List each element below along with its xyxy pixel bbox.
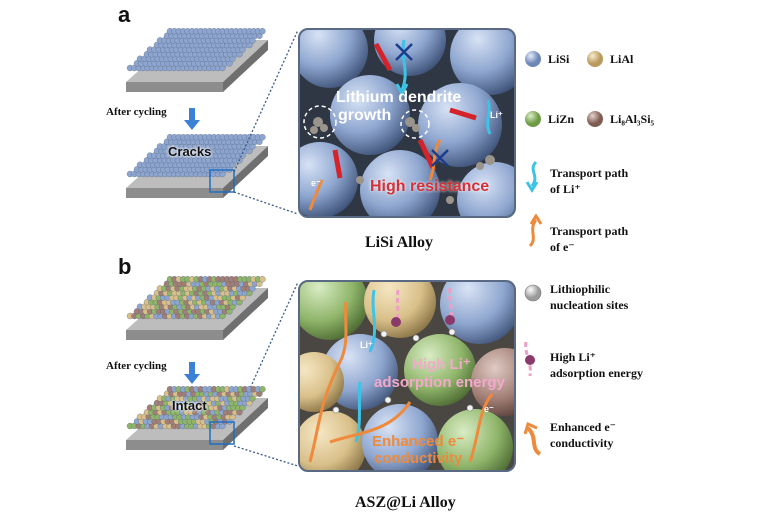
high-resistance-label: High resistance [370, 178, 490, 195]
caption-lisi-alloy: LiSi Alloy [365, 234, 434, 251]
adsorption-label-line2: adsorption energy [374, 374, 505, 391]
inset-b-li-label: Li⁺ [360, 340, 373, 350]
nucleation-site-icon [524, 284, 542, 307]
asz-slab-intact [118, 374, 278, 464]
dendrite-label-line1: Lithium dendrite [336, 89, 462, 106]
legend-nucleation-line1: Lithiophilic [550, 282, 611, 296]
legend-lial-label: LiAl [610, 52, 634, 66]
panel-b-letter: b [118, 254, 132, 279]
dendrite-label-line2: growth [338, 107, 392, 124]
conductivity-label-line1: Enhanced e⁻ [372, 433, 465, 450]
after-cycling-label-b: After cycling [106, 360, 167, 372]
legend-lisi-label: LiSi [548, 52, 570, 66]
legend-li-path-line1: Transport path [550, 166, 629, 180]
legend-adsorption-line1: High Li⁺ [550, 350, 597, 364]
legend-conductivity-line1: Enhanced e⁻ [550, 420, 617, 434]
adsorption-label-line1: High Li⁺ [412, 356, 471, 373]
high-adsorption-icon [520, 340, 544, 385]
legend-e-path-line1: Transport path [550, 224, 629, 238]
inset-a-e-label: e⁻ [311, 178, 321, 188]
enhanced-conductivity-icon [523, 418, 546, 461]
legend-nucleation-line2: nucleation sites [550, 298, 629, 312]
panel-a-letter: a [118, 2, 131, 27]
down-arrow-icon-a [184, 108, 200, 135]
lisi-slab-cracked [118, 122, 278, 212]
conductivity-label-line2: conductivity [374, 450, 463, 467]
asz-slab-pristine [118, 268, 278, 358]
inset-b-e-label: e⁻ [484, 404, 494, 414]
legend-conductivity-line2: conductivity [550, 436, 614, 450]
legend-li8al3si5-label: Li₈Al₃Si₅ [610, 112, 655, 126]
li-transport-path-icon [524, 160, 544, 199]
lisi-inset-image [298, 28, 516, 218]
legend-li-path-line2: of Li⁺ [550, 182, 581, 196]
e-transport-path-icon [524, 213, 544, 253]
caption-asz-alloy: ASZ@Li Alloy [355, 494, 456, 511]
cracks-label: Cracks [168, 144, 212, 159]
legend-lizn-sphere [524, 110, 542, 133]
lisi-slab-pristine [118, 20, 278, 110]
legend-lizn-label: LiZn [548, 112, 575, 126]
down-arrow-icon-b [184, 362, 200, 389]
legend-e-path-line2: of e⁻ [550, 240, 575, 254]
legend-li8al3si5-sphere [586, 110, 604, 133]
legend-adsorption-line2: adsorption energy [550, 366, 643, 380]
after-cycling-label-a: After cycling [106, 106, 167, 118]
legend-lial-sphere [586, 50, 604, 73]
inset-a-li-label: Li⁺ [490, 110, 503, 120]
asz-inset-image [298, 280, 516, 472]
legend-lisi-sphere [524, 50, 542, 73]
intact-label: Intact [172, 398, 207, 413]
